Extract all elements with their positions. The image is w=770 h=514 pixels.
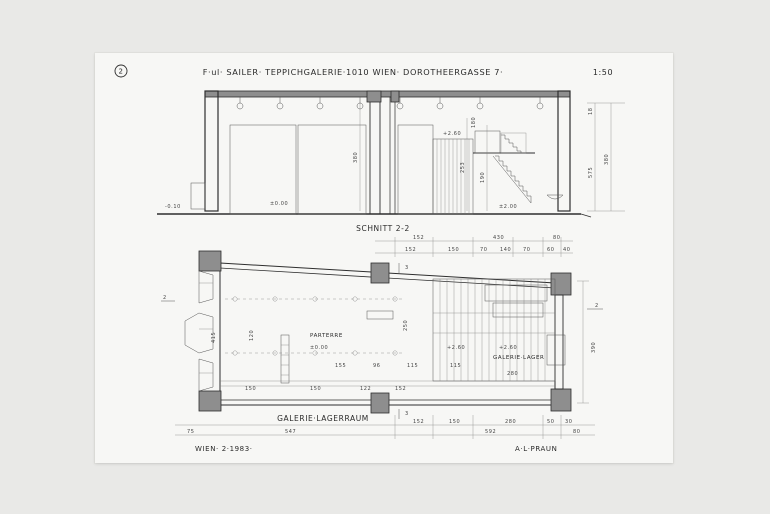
plan-level: +2.60 bbox=[447, 345, 465, 351]
plan-bottom-dim: 152 bbox=[413, 419, 424, 425]
section-marker: 3 bbox=[405, 411, 409, 417]
plan-inner-dim: 96 bbox=[373, 363, 381, 369]
plan-top-dim: 70 bbox=[523, 247, 531, 253]
section-caption: SCHNITT 2-2 bbox=[356, 224, 410, 233]
section-marker: 2 bbox=[595, 303, 599, 309]
plan-bottom-dim: 50 bbox=[547, 419, 555, 425]
floor-plan: 152 430 80 152 150 70 140 70 60 40 bbox=[161, 235, 603, 439]
plan-top-dim: 80 bbox=[553, 235, 561, 241]
architectural-drawing: 2 F·ul· SAILER· TEPPICHGALERIE·1010 WIEN… bbox=[114, 64, 625, 453]
plan-inner-dim: 250 bbox=[403, 320, 409, 331]
drawing-title: F·ul· SAILER· TEPPICHGALERIE·1010 WIEN· … bbox=[203, 67, 504, 77]
plan-top-dim: 60 bbox=[547, 247, 555, 253]
plan-top-dim: 150 bbox=[448, 247, 459, 253]
plan-inner-dim: 115 bbox=[450, 363, 461, 369]
plan-side-dim: 390 bbox=[591, 342, 597, 353]
plan-overall-dim: 80 bbox=[573, 429, 581, 435]
plan-top-dim: 140 bbox=[500, 247, 511, 253]
plan-top-dim: 152 bbox=[405, 247, 416, 253]
drawing-sheet: 2 F·ul· SAILER· TEPPICHGALERIE·1010 WIEN… bbox=[95, 53, 673, 463]
section-dim: 380 bbox=[604, 154, 610, 165]
section-level: ±0.00 bbox=[270, 201, 288, 207]
architect-signature: A·L·PRAUN bbox=[515, 445, 558, 453]
plan-side-dim: 415 bbox=[211, 332, 217, 343]
plan-inner-dim: 120 bbox=[249, 330, 255, 341]
section-dim: 190 bbox=[480, 172, 486, 183]
plan-inner-dim: 122 bbox=[360, 386, 371, 392]
drawing-date: WIEN· 2·1983· bbox=[195, 445, 253, 453]
section-drawing: 380 253 190 575 380 18 180 ±0.00 -0.10 +… bbox=[157, 90, 625, 218]
section-level: +2.60 bbox=[443, 131, 461, 137]
plan-overall-dim: 547 bbox=[285, 429, 296, 435]
plan-inner-dim: 152 bbox=[395, 386, 406, 392]
section-dim: 253 bbox=[460, 162, 466, 173]
plan-level: ±0.00 bbox=[310, 345, 328, 351]
plan-top-dim: 40 bbox=[563, 247, 571, 253]
plan-level: +2.60 bbox=[499, 345, 517, 351]
plan-inner-dim: 155 bbox=[335, 363, 346, 369]
plan-top-dim: 152 bbox=[413, 235, 424, 241]
plan-bottom-dim: 150 bbox=[449, 419, 460, 425]
section-dim: 18 bbox=[588, 107, 594, 115]
plan-inner-dim: 115 bbox=[407, 363, 418, 369]
sheet-number-badge: 2 bbox=[114, 64, 128, 78]
plan-bottom-dim: 30 bbox=[565, 419, 573, 425]
plan-overall-dim: 592 bbox=[485, 429, 496, 435]
section-marker: 3 bbox=[405, 265, 409, 271]
plan-inner-dim: 150 bbox=[245, 386, 256, 392]
room-label-galerie-lager: GALERIE·LAGER bbox=[493, 355, 544, 361]
section-marker: 2 bbox=[163, 295, 167, 301]
room-label-parterre: PARTERRE bbox=[310, 333, 343, 339]
drawing-scale: 1:50 bbox=[593, 68, 613, 77]
section-level: ±2.00 bbox=[499, 204, 517, 210]
section-dim: 380 bbox=[353, 152, 359, 163]
section-dim: 575 bbox=[588, 167, 594, 178]
section-level: -0.10 bbox=[165, 204, 181, 210]
sheet-number: 2 bbox=[118, 68, 123, 76]
plan-bottom-dim: 280 bbox=[505, 419, 516, 425]
plan-overall-dim: 75 bbox=[187, 429, 195, 435]
plan-inner-dim: 150 bbox=[310, 386, 321, 392]
plan-top-dim: 430 bbox=[493, 235, 504, 241]
plan-caption: GALERIE·LAGERRAUM bbox=[277, 414, 369, 423]
section-dim: 180 bbox=[471, 117, 477, 128]
plan-inner-dim: 280 bbox=[507, 371, 518, 377]
plan-top-dim: 70 bbox=[480, 247, 488, 253]
